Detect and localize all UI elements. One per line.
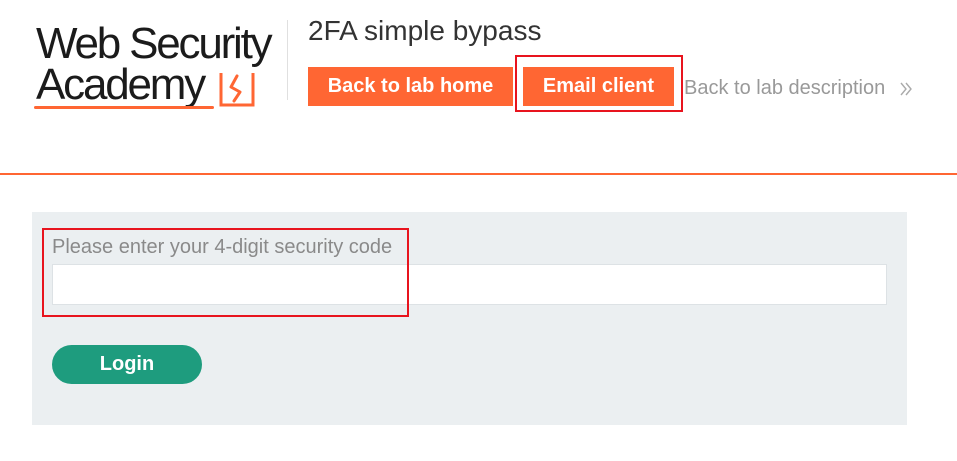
logo-flame-icon	[219, 73, 255, 107]
back-to-lab-description-link[interactable]: Back to lab description	[684, 75, 913, 101]
lab-title: 2FA simple bypass	[308, 15, 542, 46]
login-button[interactable]: Login	[52, 345, 202, 384]
header-separator	[0, 173, 957, 175]
web-security-academy-logo[interactable]: Web Security Academy	[34, 18, 284, 113]
logo-text-line2: Academy	[36, 60, 206, 109]
double-chevron-right-icon	[900, 82, 912, 96]
logo-underline	[34, 106, 214, 109]
security-code-label: Please enter your 4-digit security code	[52, 236, 393, 258]
login-form-panel	[32, 212, 907, 425]
back-to-lab-home-button[interactable]: Back to lab home	[308, 67, 513, 106]
header-divider	[287, 20, 288, 100]
security-code-input[interactable]	[52, 264, 887, 305]
back-to-lab-description-label: Back to lab description	[684, 77, 886, 99]
email-client-button[interactable]: Email client	[523, 67, 674, 106]
logo-text-line1: Web Security	[36, 19, 273, 68]
